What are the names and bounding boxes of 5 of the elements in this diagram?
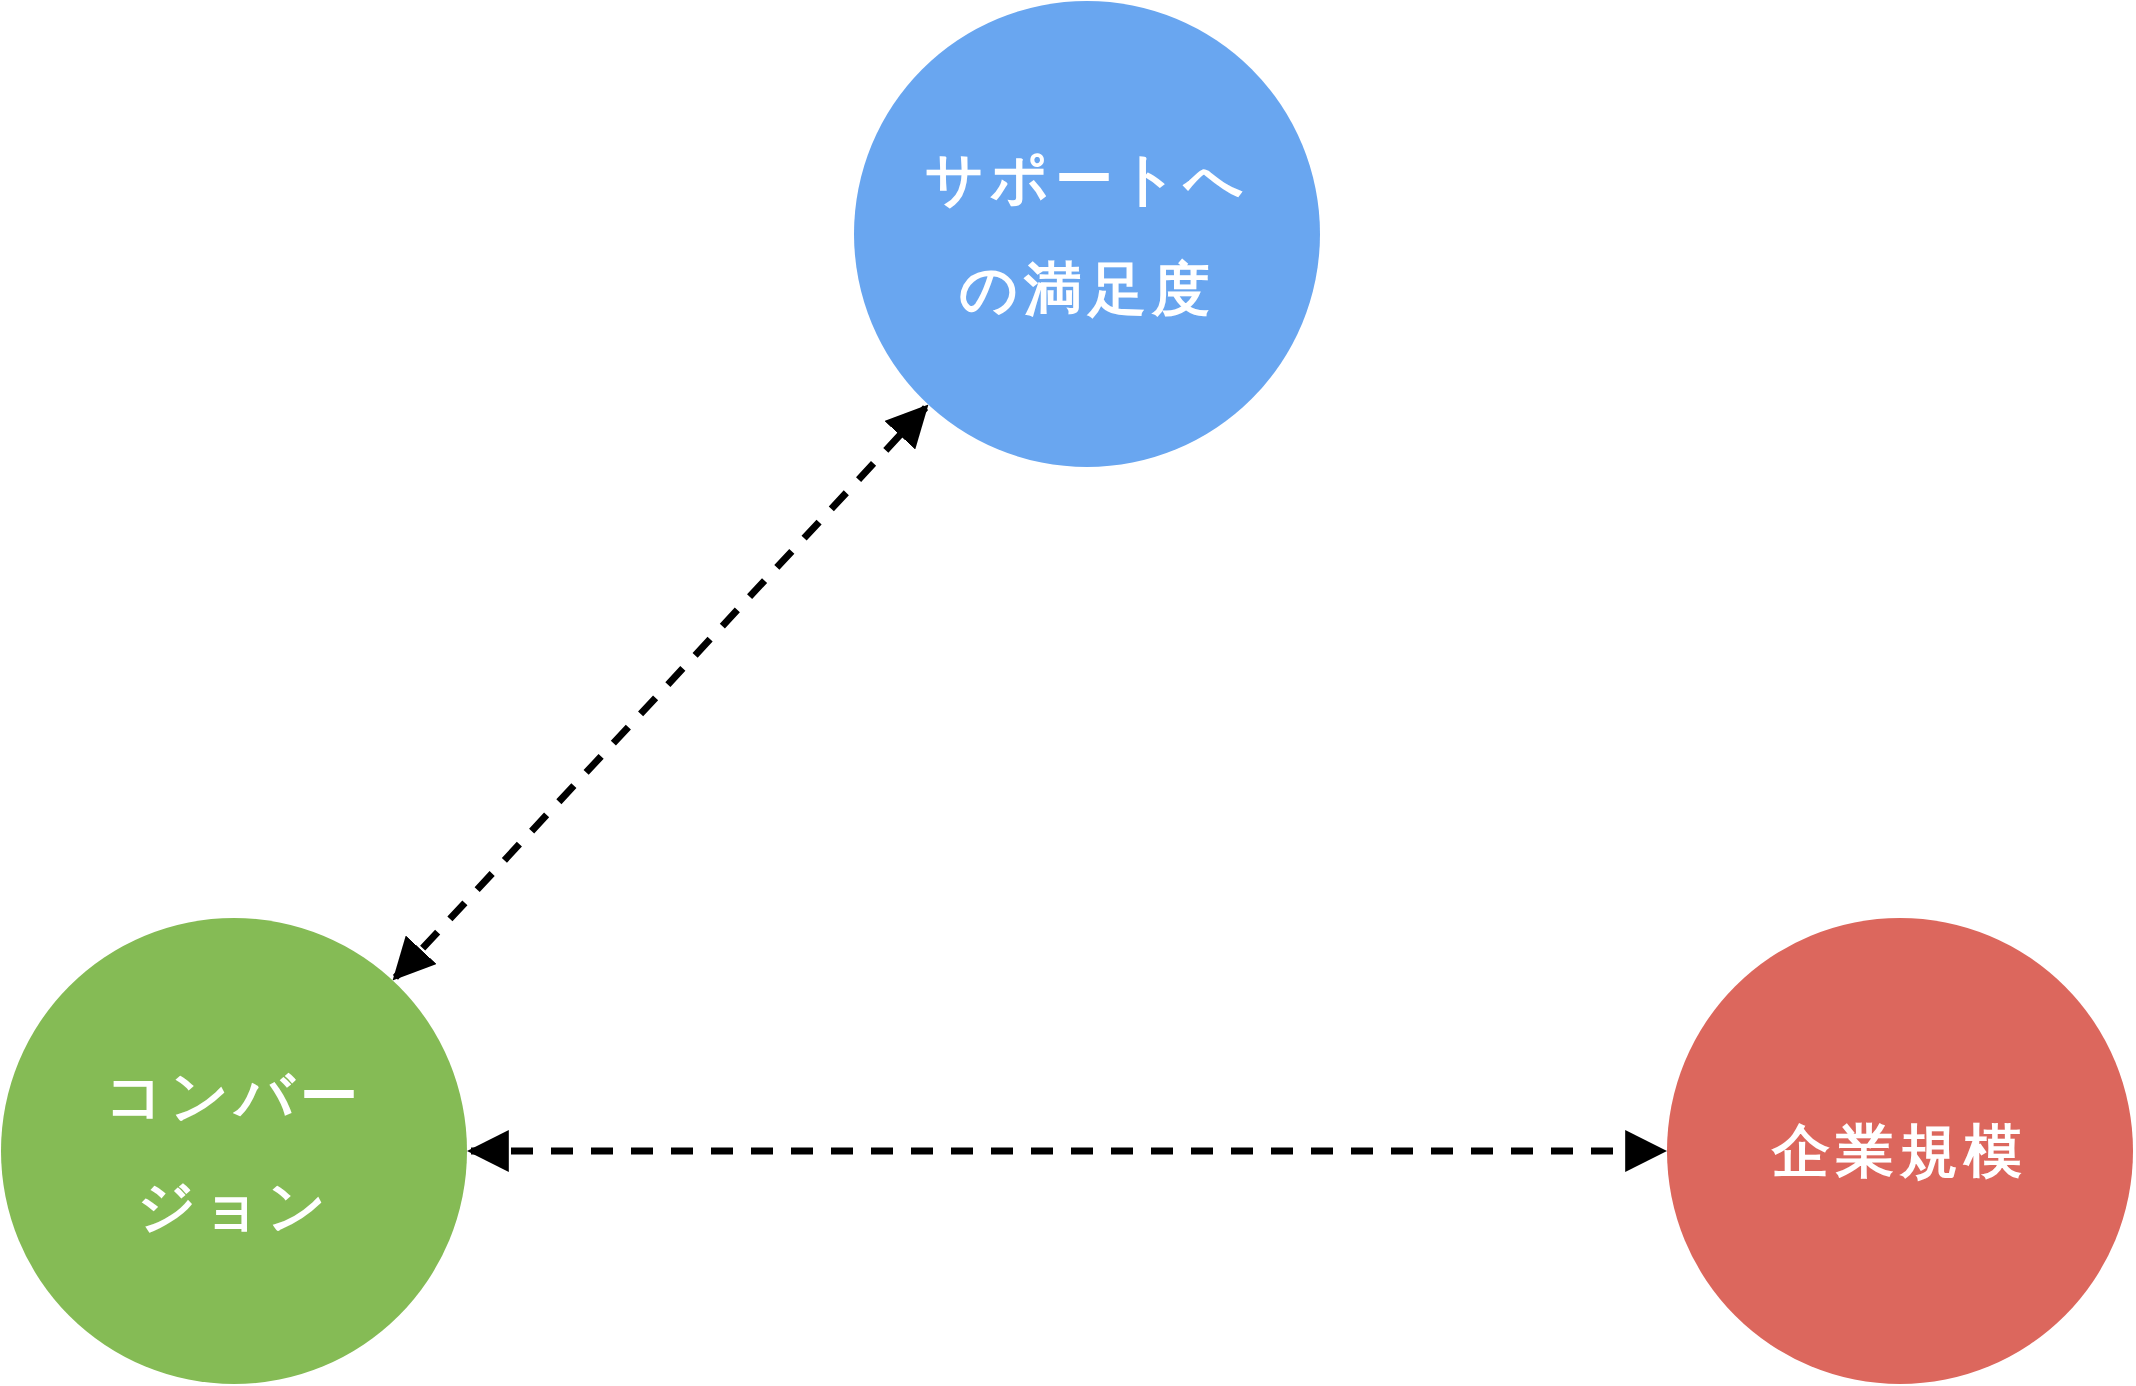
node-label: コンバージョン: [103, 1060, 365, 1242]
double-arrow: [392, 404, 929, 981]
node-label: 企業規模: [1770, 1115, 2029, 1187]
double-arrow: [466, 1130, 1668, 1172]
node-label: サポートへの満足度: [924, 143, 1250, 325]
